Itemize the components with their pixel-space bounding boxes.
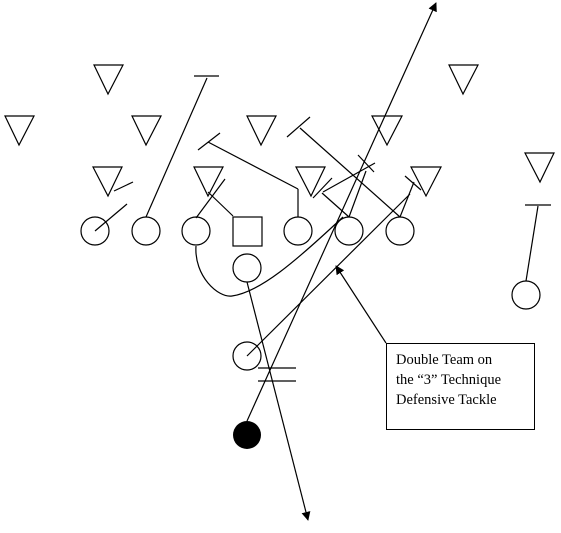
- defender-triangle: [131, 115, 162, 147]
- pull-path: [246, 193, 411, 357]
- block-line: [348, 170, 367, 218]
- block-line: [312, 177, 333, 199]
- defender-triangle: [371, 115, 403, 147]
- block-line: [321, 192, 350, 218]
- offensive-player-circle: [283, 216, 313, 246]
- block-bar: [357, 154, 375, 173]
- offensive-player-circle: [131, 216, 161, 246]
- defender-triangle: [295, 166, 326, 198]
- callout-pointer: [335, 265, 387, 344]
- block-bar: [404, 175, 422, 191]
- block-line: [399, 181, 415, 218]
- quarterback-circle: [232, 253, 262, 283]
- block-line: [195, 178, 226, 219]
- offensive-player-circle: [232, 341, 262, 371]
- block-bar: [197, 132, 221, 151]
- block-line: [94, 203, 128, 232]
- callout-line: the “3” Technique: [396, 372, 502, 388]
- callout-line: Double Team on: [396, 352, 493, 368]
- defender-triangle: [246, 115, 277, 147]
- pull-curve: [195, 216, 344, 297]
- flanker-circle: [511, 280, 541, 310]
- ball-carrier-circle: [233, 421, 261, 449]
- center-square: [232, 216, 263, 247]
- callout-box: Double Team on the “3” Technique Defensi…: [386, 343, 535, 430]
- defender-triangle: [193, 166, 224, 198]
- offensive-player-circle: [80, 216, 110, 246]
- block-line: [525, 205, 539, 282]
- defender-triangle: [4, 115, 35, 147]
- offensive-player-circle: [385, 216, 415, 246]
- double-team-line: [322, 162, 376, 193]
- defender-triangle: [93, 64, 124, 96]
- block-bar: [113, 181, 134, 192]
- offensive-player-circle: [181, 216, 211, 246]
- defender-triangle: [410, 166, 442, 198]
- route-arrow: [246, 2, 437, 422]
- block-line: [299, 127, 401, 218]
- block-line: [145, 77, 208, 218]
- block-line: [207, 191, 234, 217]
- defender-triangle: [92, 166, 123, 198]
- route-arrow: [246, 281, 311, 521]
- block-bar: [286, 116, 311, 138]
- defender-triangle: [448, 64, 479, 96]
- defender-triangle: [524, 152, 555, 184]
- callout-line: Defensive Tackle: [396, 392, 497, 408]
- block-line: [207, 141, 299, 190]
